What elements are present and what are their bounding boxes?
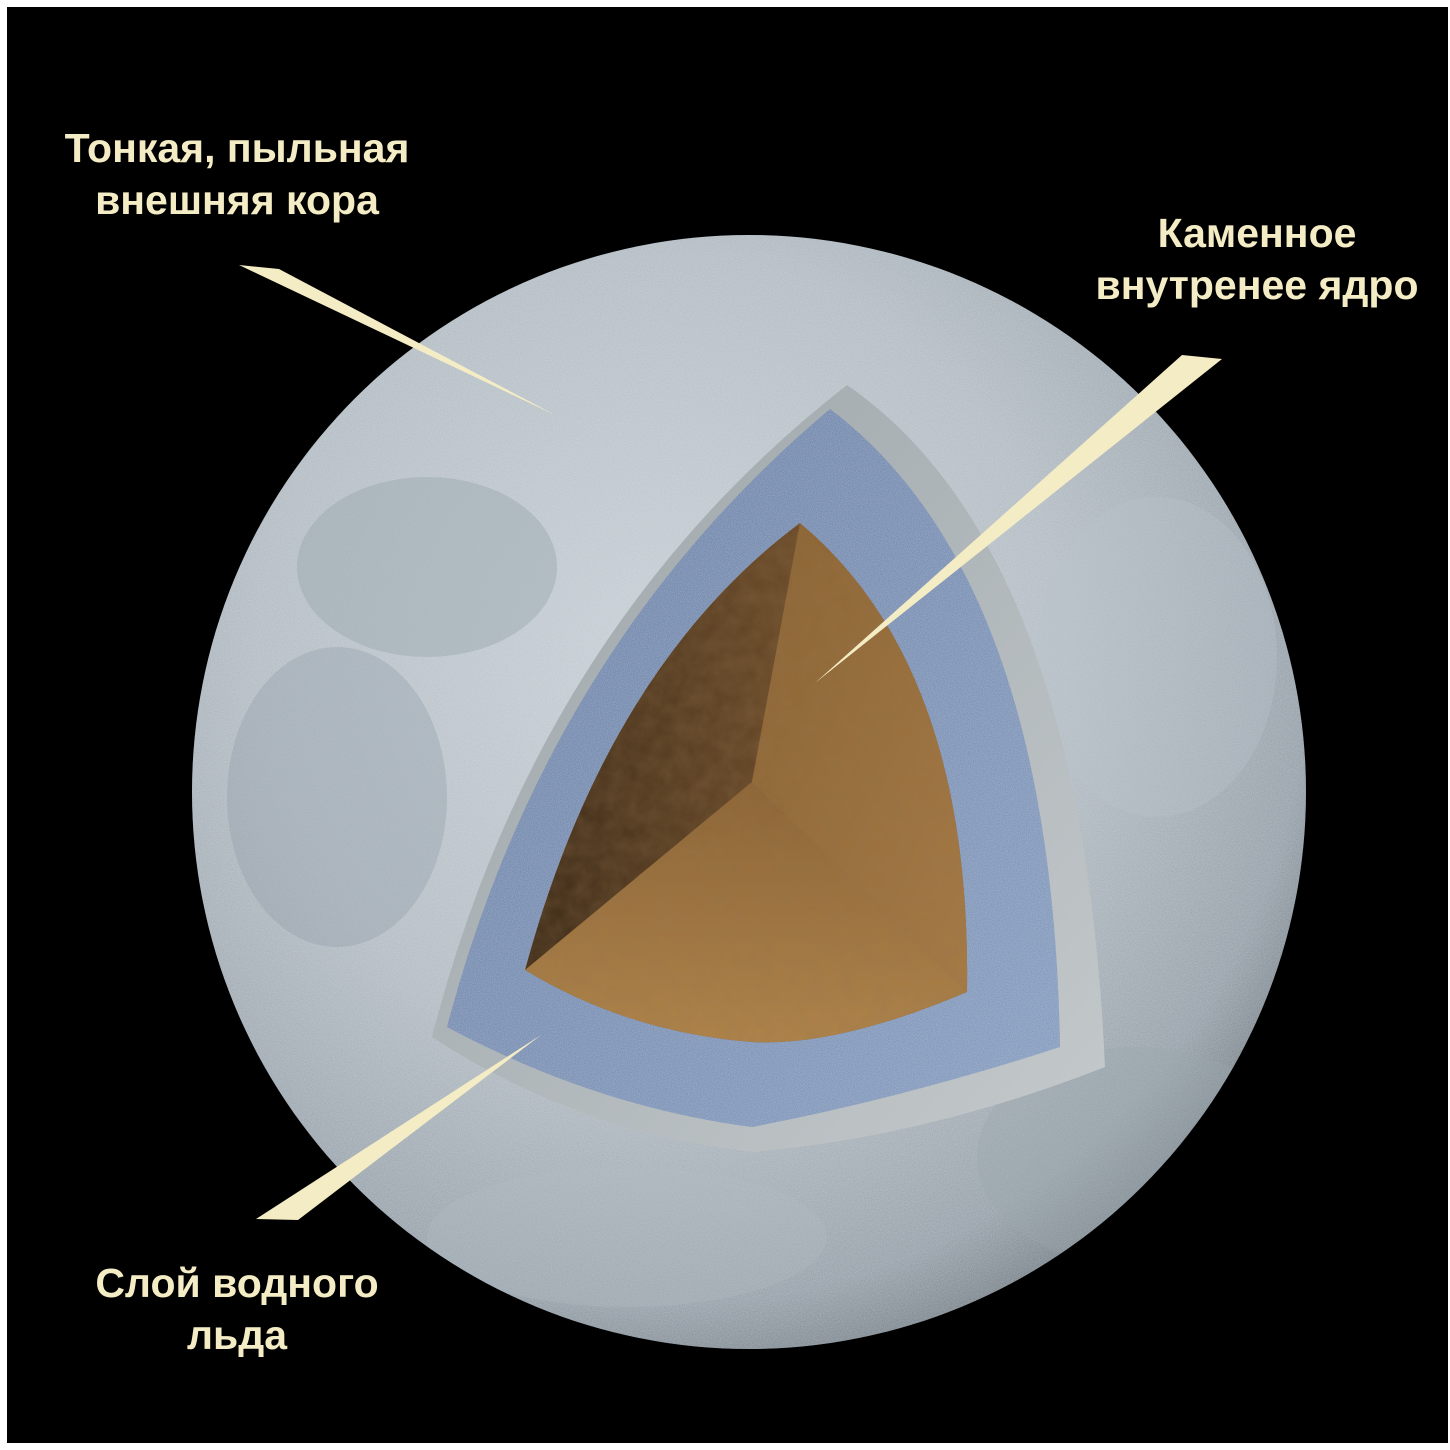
diagram-frame: Тонкая, пыльная внешняя кора Каменное вн… (7, 7, 1448, 1443)
label-outer-crust-line1: Тонкая, пыльная (37, 122, 437, 174)
label-rocky-core-line2: внутренее ядро (1067, 259, 1447, 311)
label-rocky-core-line1: Каменное (1067, 207, 1447, 259)
label-outer-crust: Тонкая, пыльная внешняя кора (37, 122, 437, 226)
label-water-ice-layer-line1: Слой водного (67, 1257, 407, 1309)
label-water-ice-layer: Слой водного льда (67, 1257, 407, 1361)
label-rocky-core: Каменное внутренее ядро (1067, 207, 1447, 311)
label-outer-crust-line2: внешняя кора (37, 174, 437, 226)
label-water-ice-layer-line2: льда (67, 1309, 407, 1361)
